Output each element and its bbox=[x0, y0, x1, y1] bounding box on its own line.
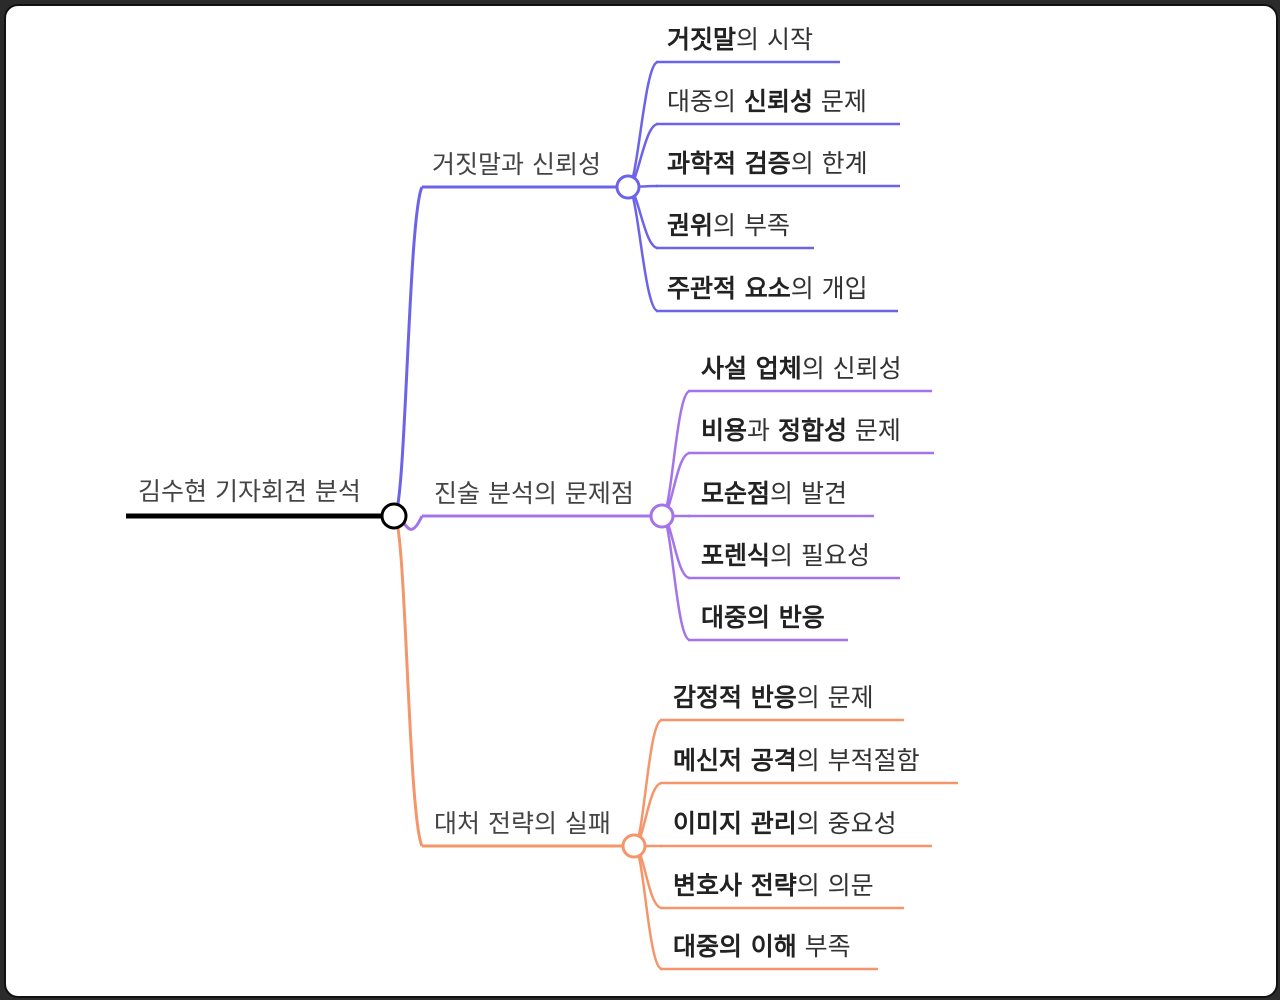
leaf-label-regular: 문제 bbox=[813, 87, 867, 116]
leaf-connector bbox=[626, 60, 659, 189]
leaf-label-regular: 의 신뢰성 bbox=[802, 354, 902, 383]
leaf-connector bbox=[626, 185, 659, 313]
leaf-label-bold: 대중의 반응 bbox=[701, 603, 825, 632]
branch-label: 거짓말과 신뢰성 bbox=[432, 150, 601, 179]
leaf-label-regular: 의 문제 bbox=[797, 683, 874, 712]
leaf-node[interactable]: 비용과 정합성 문제 bbox=[701, 416, 901, 445]
leaf-label-bold: 신뢰성 bbox=[744, 87, 813, 116]
root-label: 김수현 기자회견 분석 bbox=[138, 477, 361, 506]
leaf-node[interactable]: 대중의 반응 bbox=[701, 603, 825, 632]
leaf-label-bold: 메신저 공격 bbox=[673, 746, 797, 775]
leaf-label: 모순점의 발견 bbox=[701, 479, 847, 508]
leaf-connector bbox=[660, 514, 691, 642]
leaf-label: 과학적 검증의 한계 bbox=[667, 149, 868, 178]
leaf-node[interactable]: 변호사 전략의 의문 bbox=[673, 871, 874, 900]
leaf-label: 대중의 신뢰성 문제 bbox=[667, 87, 867, 116]
leaf-label-bold: 변호사 전략 bbox=[673, 871, 797, 900]
leaf-label-regular: 의 부적절함 bbox=[797, 746, 920, 775]
leaf-label: 대중의 반응 bbox=[701, 603, 825, 632]
leaf-node[interactable]: 포렌식의 필요성 bbox=[701, 541, 870, 570]
leaf-label: 대중의 이해 부족 bbox=[673, 932, 851, 961]
branch-label: 대처 전략의 실패 bbox=[434, 809, 611, 838]
leaf-node[interactable]: 사설 업체의 신뢰성 bbox=[701, 354, 902, 383]
leaf-label-bold: 거짓말 bbox=[667, 25, 736, 54]
leaf-label-bold: 정합성 bbox=[778, 416, 847, 445]
leaf-label-bold: 과학적 검증 bbox=[667, 149, 791, 178]
leaf-node[interactable]: 거짓말의 시작 bbox=[667, 25, 813, 54]
leaf-label: 비용과 정합성 문제 bbox=[701, 416, 901, 445]
branch-collapse-toggle-3[interactable] bbox=[621, 833, 647, 859]
branch-connector-3 bbox=[392, 514, 424, 847]
leaf-label: 권위의 부족 bbox=[667, 211, 790, 240]
branch-node-2[interactable]: 진술 분석의 문제점 bbox=[434, 479, 634, 508]
leaf-connector bbox=[632, 718, 663, 848]
leaf-label-regular: 문제 bbox=[847, 416, 901, 445]
branch-node-3[interactable]: 대처 전략의 실패 bbox=[434, 809, 611, 838]
leaf-node[interactable]: 감정적 반응의 문제 bbox=[673, 683, 874, 712]
leaf-label-regular: 의 의문 bbox=[797, 871, 874, 900]
leaf-label-bold: 비용 bbox=[701, 416, 747, 445]
leaf-label: 이미지 관리의 중요성 bbox=[673, 809, 897, 838]
leaf-label-bold: 감정적 반응 bbox=[673, 683, 797, 712]
leaf-label: 메신저 공격의 부적절함 bbox=[673, 746, 920, 775]
leaf-label-regular: 의 한계 bbox=[791, 149, 868, 178]
branch-collapse-toggle-1[interactable] bbox=[615, 174, 641, 200]
leaf-label-bold: 권위 bbox=[667, 211, 713, 240]
leaf-label: 변호사 전략의 의문 bbox=[673, 871, 874, 900]
leaf-node[interactable]: 주관적 요소의 개입 bbox=[667, 274, 868, 303]
leaf-label-bold: 대중의 이해 bbox=[673, 932, 797, 961]
root-collapse-toggle[interactable] bbox=[380, 502, 408, 530]
leaf-node[interactable]: 권위의 부족 bbox=[667, 211, 790, 240]
leaf-label-bold: 주관적 요소 bbox=[667, 274, 791, 303]
leaf-label-regular: 부족 bbox=[797, 932, 851, 961]
root-node[interactable]: 김수현 기자회견 분석 bbox=[138, 477, 361, 506]
leaf-node[interactable]: 이미지 관리의 중요성 bbox=[673, 809, 897, 838]
leaf-label-bold: 사설 업체 bbox=[701, 354, 802, 383]
leaf-label-regular: 과 bbox=[747, 416, 778, 445]
leaf-label-bold: 이미지 관리 bbox=[673, 809, 797, 838]
leaf-label-regular: 의 필요성 bbox=[770, 541, 870, 570]
branch-node-1[interactable]: 거짓말과 신뢰성 bbox=[432, 150, 601, 179]
leaf-node[interactable]: 모순점의 발견 bbox=[701, 479, 847, 508]
leaf-label-bold: 모순점 bbox=[701, 479, 770, 508]
leaf-node[interactable]: 과학적 검증의 한계 bbox=[667, 149, 868, 178]
branch-collapse-toggle-2[interactable] bbox=[649, 503, 675, 529]
leaf-label: 주관적 요소의 개입 bbox=[667, 274, 868, 303]
leaf-label-regular: 의 발견 bbox=[770, 479, 847, 508]
leaf-label-regular: 의 개입 bbox=[791, 274, 868, 303]
leaf-label-bold: 포렌식 bbox=[701, 541, 770, 570]
branch-label: 진술 분석의 문제점 bbox=[434, 479, 634, 508]
branch-connector-1 bbox=[392, 186, 424, 518]
leaf-node[interactable]: 메신저 공격의 부적절함 bbox=[673, 746, 920, 775]
leaf-label-regular: 의 부족 bbox=[713, 211, 790, 240]
leaf-node[interactable]: 대중의 이해 부족 bbox=[673, 932, 851, 961]
leaf-label: 거짓말의 시작 bbox=[667, 25, 813, 54]
leaf-label-regular: 의 시작 bbox=[736, 25, 813, 54]
leaf-label-regular: 의 중요성 bbox=[797, 809, 897, 838]
leaf-node[interactable]: 대중의 신뢰성 문제 bbox=[667, 87, 867, 116]
leaf-label: 감정적 반응의 문제 bbox=[673, 683, 874, 712]
leaf-label-regular: 대중의 bbox=[667, 87, 744, 116]
leaf-label: 사설 업체의 신뢰성 bbox=[701, 354, 902, 383]
leaf-label: 포렌식의 필요성 bbox=[701, 541, 870, 570]
